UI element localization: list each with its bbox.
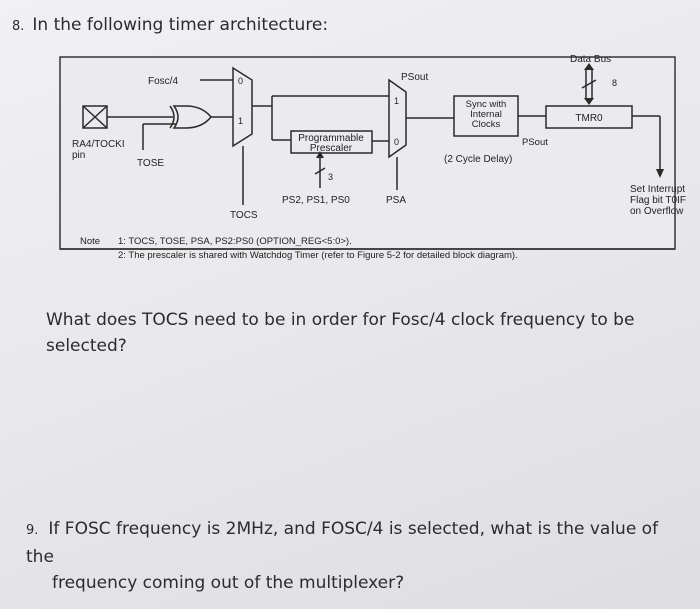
question-9-line-2: frequency coming out of the multiplexer? xyxy=(52,573,405,593)
tmr0-box xyxy=(545,105,633,129)
databus-width-8: 8 xyxy=(612,78,617,88)
xor-gate-back xyxy=(169,105,175,129)
mux2-input-1: 1 xyxy=(394,96,399,106)
psout-right-label: PSout xyxy=(522,137,548,148)
question-9-line-1: If FOSC frequency is 2MHz, and FOSC/4 is… xyxy=(26,519,659,567)
note-1: 1: TOCS, TOSE, PSA, PS2:PS0 (OPTION_REG<… xyxy=(118,236,352,247)
fosc-label: Fosc/4 xyxy=(148,76,178,87)
mux1-input-0: 0 xyxy=(238,76,243,86)
psout-top-label: PSout xyxy=(401,72,428,83)
flag-label-1: Set Interrupt xyxy=(630,184,685,195)
flag-label-2: Flag bit T0IF xyxy=(630,195,686,206)
sync-label-1: Sync with xyxy=(466,99,507,110)
bus-width-3: 3 xyxy=(328,172,333,182)
delay-label: (2 Cycle Delay) xyxy=(444,154,512,165)
prescaler-box xyxy=(290,130,373,154)
tose-label: TOSE xyxy=(137,158,164,169)
mux1-input-1: 1 xyxy=(238,116,243,126)
prescaler-label-2: Prescaler xyxy=(310,143,353,154)
ps-bits-label: PS2, PS1, PS0 xyxy=(282,195,350,206)
sync-label-3: Clocks xyxy=(472,119,501,130)
question-8-title: In the following timer architecture: xyxy=(32,15,329,35)
question-9-number: 9. xyxy=(26,523,39,538)
question-8-heading: 8. In the following timer architecture: xyxy=(12,12,328,40)
tocs-label: TOCS xyxy=(230,210,258,221)
question-8-number: 8. xyxy=(12,19,25,34)
databus-label: Data Bus xyxy=(570,54,611,65)
pin-label-1: RA4/TOCKI xyxy=(72,139,125,150)
pin-label-2: pin xyxy=(72,150,85,161)
mux-1 xyxy=(232,66,253,148)
tmr0-label: TMR0 xyxy=(575,113,603,124)
flag-label-3: on Overflow xyxy=(630,206,684,217)
xor-gate-body xyxy=(172,105,212,129)
question-9: 9.If FOSC frequency is 2MHz, and FOSC/4 … xyxy=(26,516,686,596)
prescaler-label-1: Programmable xyxy=(298,133,364,144)
question-8-text: What does TOCS need to be in order for F… xyxy=(46,310,635,356)
note-label: Note xyxy=(80,236,100,247)
psa-label: PSA xyxy=(386,195,406,206)
sync-label-2: Internal xyxy=(470,109,502,120)
mux-2 xyxy=(388,78,407,159)
mux2-input-0: 0 xyxy=(394,137,399,147)
note-2: 2: The prescaler is shared with Watchdog… xyxy=(118,250,518,261)
